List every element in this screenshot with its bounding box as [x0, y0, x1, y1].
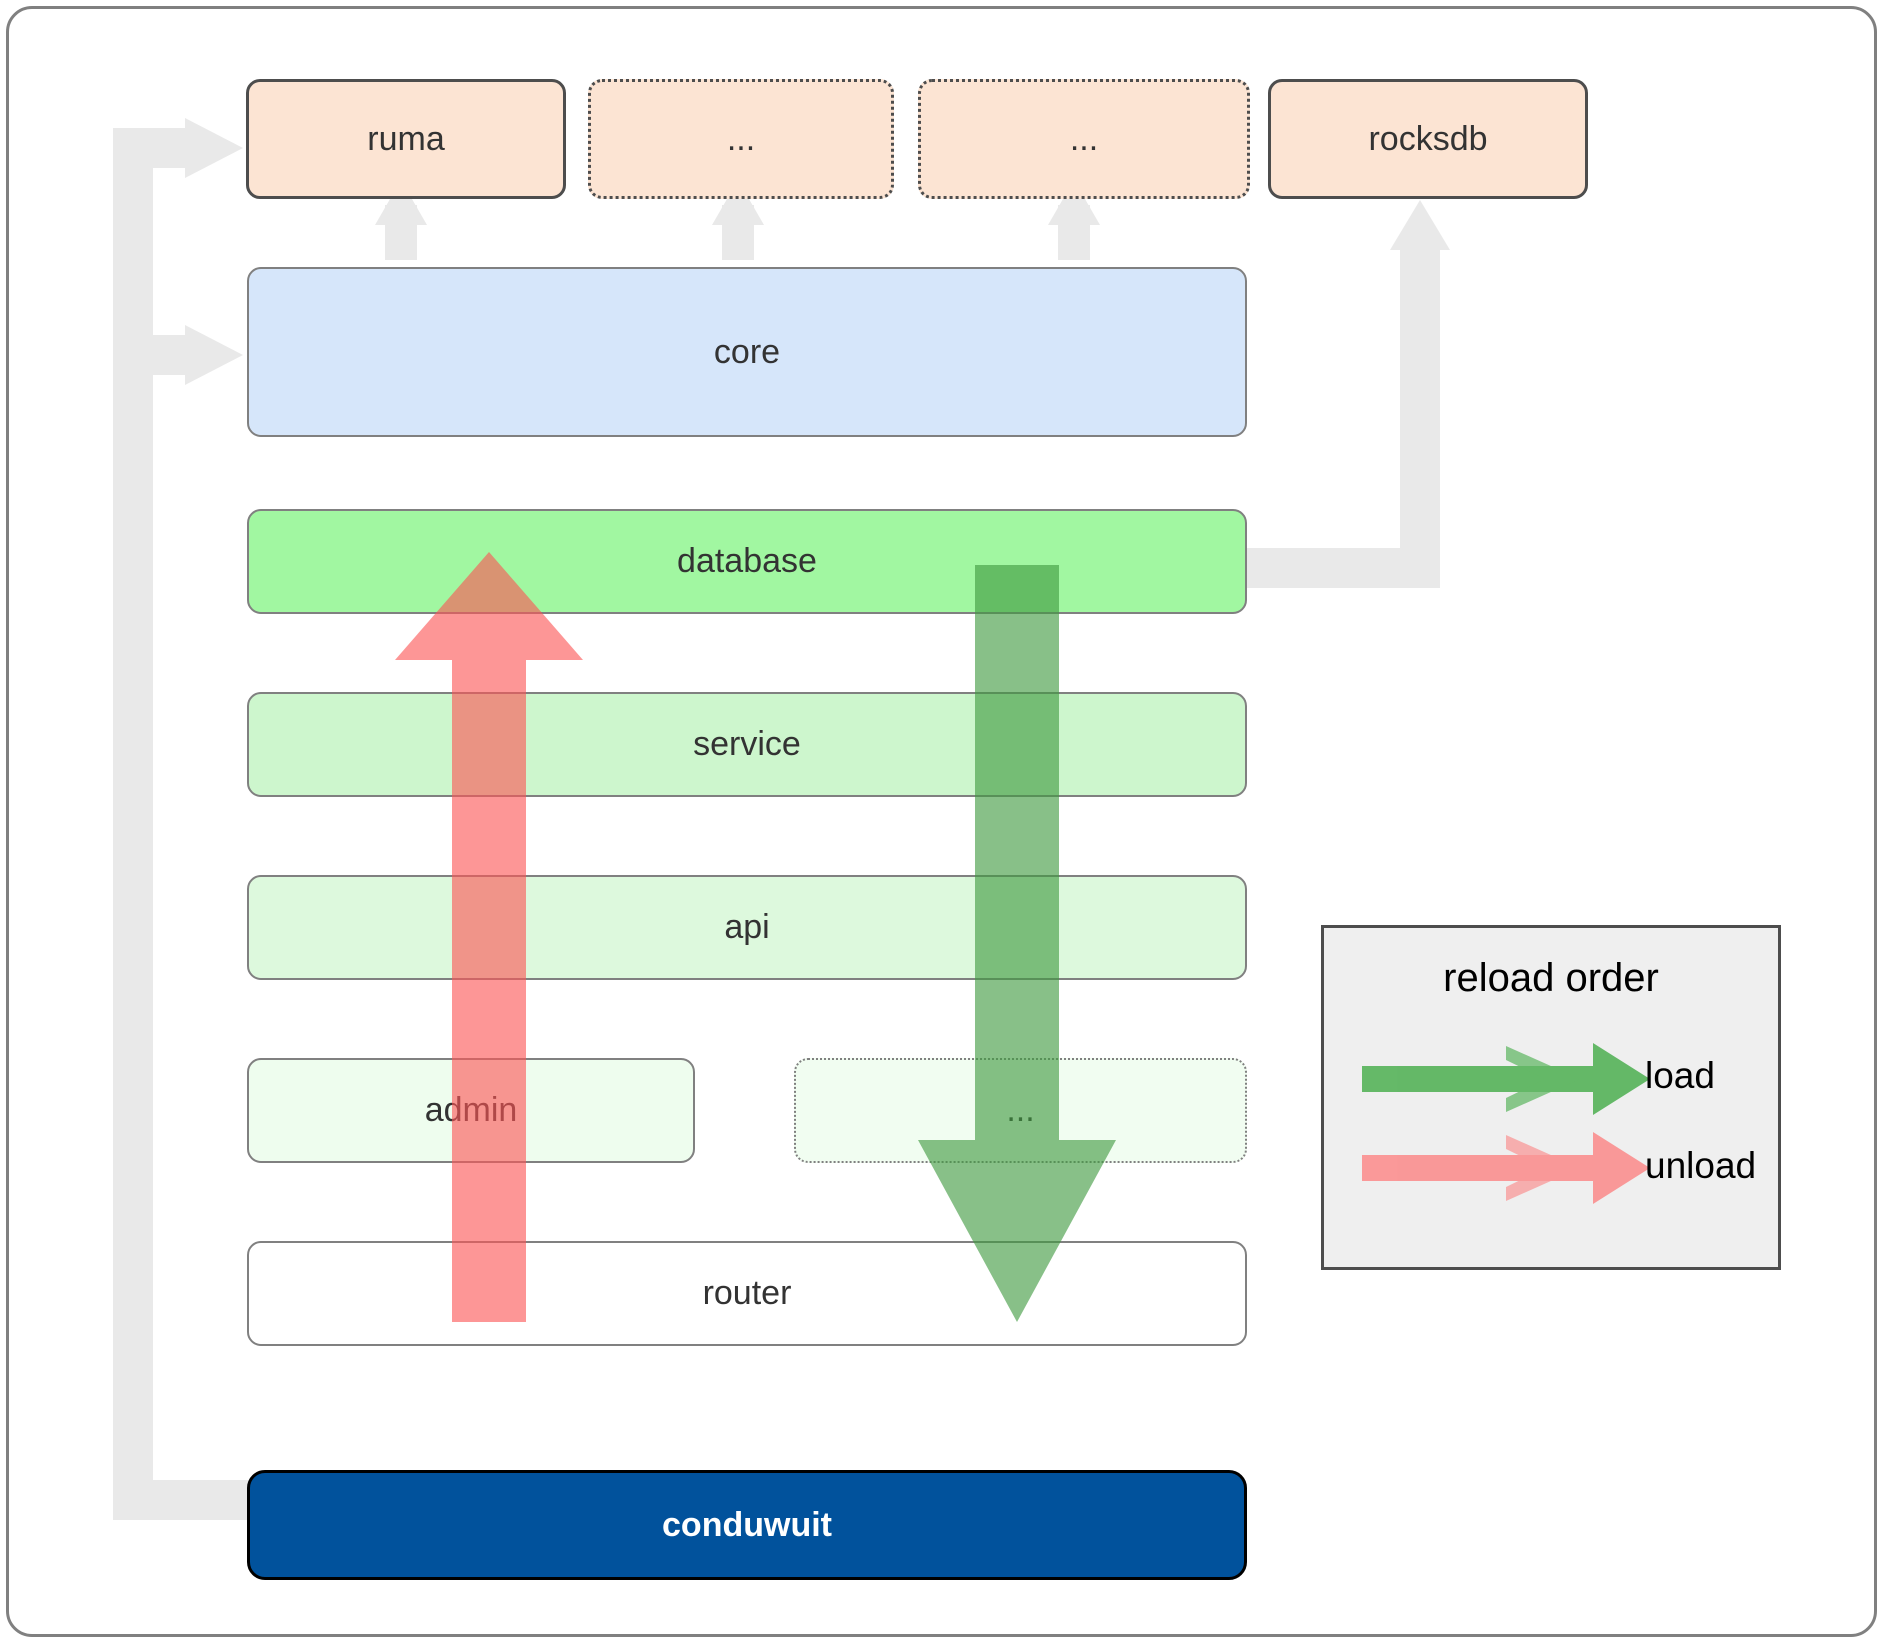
connector-left-to-ruma-arrowhead — [185, 118, 243, 178]
legend-load-arrow — [1362, 1043, 1650, 1115]
connector-left-to-core-arrowhead — [185, 325, 243, 385]
crate-placeholder-2[interactable]: ... — [918, 79, 1250, 199]
legend-item-load-label: load — [1645, 1055, 1715, 1096]
connector-core-to-dots2-arrowhead — [1048, 180, 1100, 225]
legend-panel: reload order — [1321, 925, 1781, 1270]
node-core[interactable]: core — [247, 267, 1247, 437]
crate-ruma[interactable]: ruma — [246, 79, 566, 199]
load-arrow — [918, 565, 1116, 1322]
connector-core-to-ruma-arrowhead — [375, 180, 427, 225]
legend-item-unload-label: unload — [1645, 1145, 1757, 1186]
connector-left-to-ruma-stem — [113, 128, 188, 168]
legend-title: reload order — [1443, 956, 1659, 1000]
connector-db-to-rocksdb-vertical — [1400, 240, 1440, 588]
node-api[interactable]: api — [247, 875, 1247, 980]
unload-arrow — [395, 552, 583, 1322]
connector-db-to-rocksdb-arrowhead — [1390, 200, 1450, 250]
node-service[interactable]: service — [247, 692, 1247, 797]
connector-left-to-core-stem — [113, 335, 188, 375]
crate-placeholder-1[interactable]: ... — [588, 79, 894, 199]
node-router[interactable]: router — [247, 1241, 1247, 1346]
connector-db-to-rocksdb-horizontal — [1240, 548, 1420, 588]
legend-unload-arrow — [1362, 1132, 1650, 1204]
connector-left-to-binary — [113, 1480, 248, 1520]
connector-core-to-dots1-arrowhead — [712, 180, 764, 225]
node-database[interactable]: database — [247, 509, 1247, 614]
